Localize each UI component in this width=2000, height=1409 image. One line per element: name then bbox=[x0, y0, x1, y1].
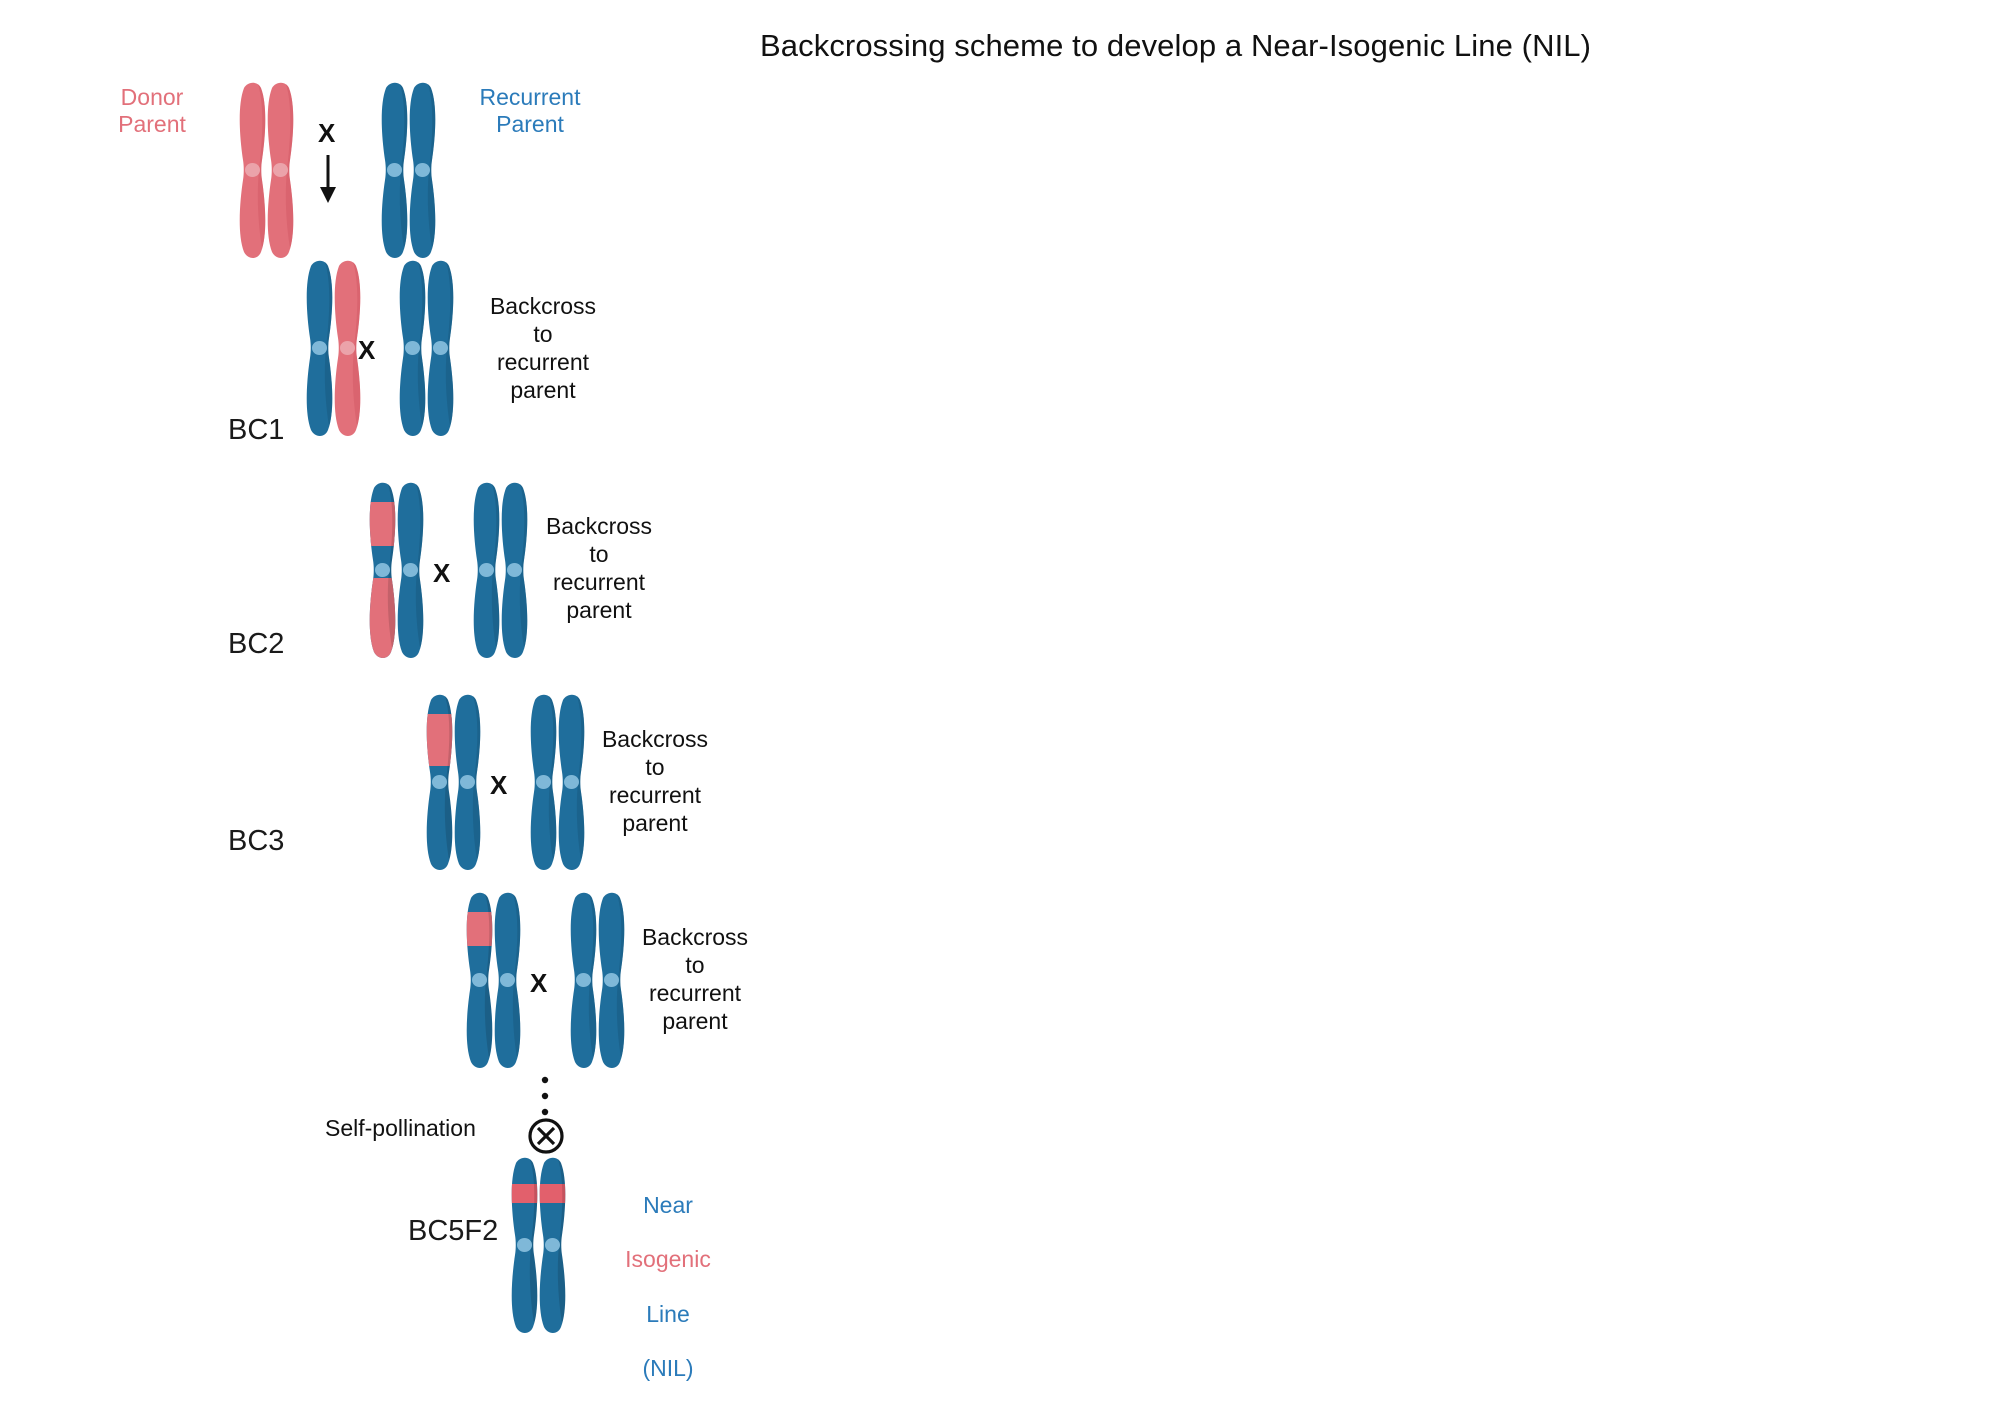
nil-chromatid-left bbox=[511, 1157, 538, 1333]
recurrent-parent-chromosome-pair-1 bbox=[370, 80, 440, 260]
recurrent-chromatid-right bbox=[409, 82, 436, 258]
bc1-chromosome-pair bbox=[358, 480, 428, 660]
cross-symbol-bc2: X bbox=[490, 770, 508, 800]
bc2-chromatid-recurrent bbox=[454, 694, 481, 870]
backcross-note-bc1: Backcross to recurrent parent bbox=[545, 513, 653, 624]
cross-symbol-f1: X bbox=[358, 335, 376, 365]
recurrent-chromatid-left bbox=[530, 694, 557, 870]
vertical-dots-ellipsis bbox=[538, 1075, 552, 1123]
donor-chromatid-left bbox=[239, 82, 266, 258]
self-pollination-label: Self-pollination bbox=[325, 1115, 476, 1141]
recurrent-chromatid-left bbox=[381, 82, 408, 258]
bc3-chromatid-recurrent bbox=[494, 892, 521, 1068]
donor-parent-chromosome-pair bbox=[228, 80, 298, 260]
recurrent-chromatid-right bbox=[558, 694, 585, 870]
bc3-chromatid-introgressed bbox=[466, 892, 493, 1068]
nil-chromosome-pair bbox=[500, 1155, 570, 1335]
recurrent-parent-chromosome-pair-2 bbox=[388, 258, 458, 438]
self-pollination-circled-x-icon bbox=[523, 1113, 569, 1159]
bc1-chromatid-recurrent bbox=[397, 482, 424, 658]
down-arrow-f1 bbox=[316, 155, 340, 205]
recurrent-chromatid-left bbox=[570, 892, 597, 1068]
generation-label-bc5f2: BC5F2 bbox=[408, 1215, 499, 1247]
bc2-chromatid-introgressed bbox=[426, 694, 453, 870]
bc1-chromatid-introgressed bbox=[369, 482, 396, 658]
nil-chromatid-right bbox=[539, 1157, 566, 1333]
cross-symbol-bc1: X bbox=[433, 558, 451, 588]
backcross-note-bc3: Backcross to recurrent parent bbox=[641, 924, 749, 1035]
nil-label-line: Line bbox=[646, 1300, 690, 1327]
recurrent-chromatid-left bbox=[399, 260, 426, 436]
cross-symbol-parents: X bbox=[318, 118, 336, 148]
generation-label-bc3: BC3 bbox=[228, 825, 285, 857]
generation-label-bc1: BC1 bbox=[228, 414, 285, 446]
nil-label-abbrev: (NIL) bbox=[642, 1354, 694, 1381]
backcross-note-f1: Backcross to recurrent parent bbox=[489, 293, 597, 404]
recurrent-chromatid-right bbox=[501, 482, 528, 658]
donor-parent-label: Donor Parent bbox=[118, 84, 186, 138]
backcross-note-bc2: Backcross to recurrent parent bbox=[601, 726, 709, 837]
nil-label-near: Near bbox=[643, 1192, 693, 1219]
page-title: Backcrossing scheme to develop a Near-Is… bbox=[760, 28, 1592, 63]
recurrent-parent-label: Recurrent Parent bbox=[479, 84, 581, 138]
bc3-chromosome-pair bbox=[455, 890, 525, 1070]
bc2-chromosome-pair bbox=[415, 692, 485, 872]
cross-symbol-bc3: X bbox=[530, 968, 548, 998]
f1-chromatid-donor bbox=[334, 260, 361, 436]
recurrent-parent-chromosome-pair-3 bbox=[462, 480, 532, 660]
generation-label-bc2: BC2 bbox=[228, 628, 285, 660]
nil-label-isogenic: Isogenic bbox=[625, 1246, 711, 1273]
f1-chromatid-recurrent bbox=[306, 260, 333, 436]
f1-chromosome-pair bbox=[295, 258, 365, 438]
recurrent-parent-chromosome-pair-5 bbox=[559, 890, 629, 1070]
recurrent-chromatid-left bbox=[473, 482, 500, 658]
donor-chromatid-right bbox=[267, 82, 294, 258]
recurrent-parent-chromosome-pair-4 bbox=[519, 692, 589, 872]
recurrent-chromatid-right bbox=[598, 892, 625, 1068]
recurrent-chromatid-right bbox=[427, 260, 454, 436]
